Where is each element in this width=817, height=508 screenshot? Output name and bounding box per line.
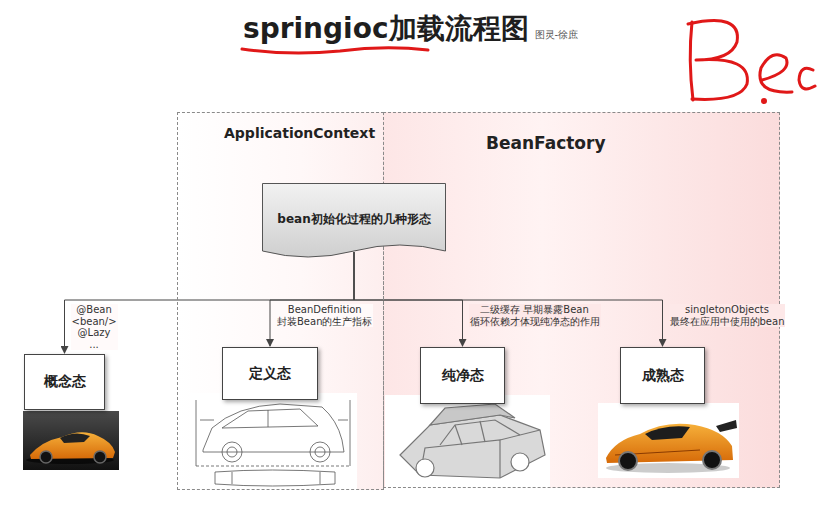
state-box: 成熟态: [620, 347, 705, 404]
connector-arrow: [354, 252, 463, 346]
document-shape: bean初始化过程的几种形态: [262, 183, 446, 265]
edge-label: singletonObjects 最终在应用中使用的bean: [669, 304, 786, 327]
state-box: 概念态: [24, 354, 105, 410]
title-text: springioc加载流程图: [243, 10, 529, 48]
document-path: [263, 184, 446, 258]
edge-label: @Bean <bean/> @Lazy ...: [71, 304, 118, 350]
concept-car-picture: [23, 411, 119, 470]
author-label: 图灵-徐庶: [535, 28, 579, 42]
edge-label: 二级缓存 早期暴露Bean 循环依赖才体现纯净态的作用: [469, 304, 601, 327]
state-box: 纯净态: [420, 347, 505, 404]
state-box: 定义态: [222, 347, 318, 400]
state-label: 定义态: [249, 365, 291, 383]
context-region: BeanFactory 纯净态 成熟态: [383, 112, 780, 488]
state-label: 成熟态: [642, 367, 684, 385]
finished-car-picture: [598, 403, 739, 478]
edge-label: BeanDefinition 封装Bean的生产指标: [276, 304, 373, 327]
document-text: bean初始化过程的几种形态: [277, 211, 430, 228]
handwritten-annotation: [688, 21, 815, 103]
connector-arrow: [354, 252, 663, 346]
connector-arrow: [270, 252, 354, 346]
blueprint-picture: [190, 393, 357, 490]
region-heading: ApplicationContext: [224, 125, 375, 141]
region-heading: BeanFactory: [486, 133, 606, 153]
state-label: 纯净态: [442, 367, 484, 385]
context-region: ApplicationContext 定义态: [177, 112, 384, 490]
connector-arrow: [65, 252, 355, 353]
title-row: springioc加载流程图图灵-徐庶: [243, 10, 578, 48]
car-frame-picture: [385, 395, 550, 490]
handwritten-underline: [242, 48, 428, 53]
state-label: 概念态: [44, 373, 86, 391]
